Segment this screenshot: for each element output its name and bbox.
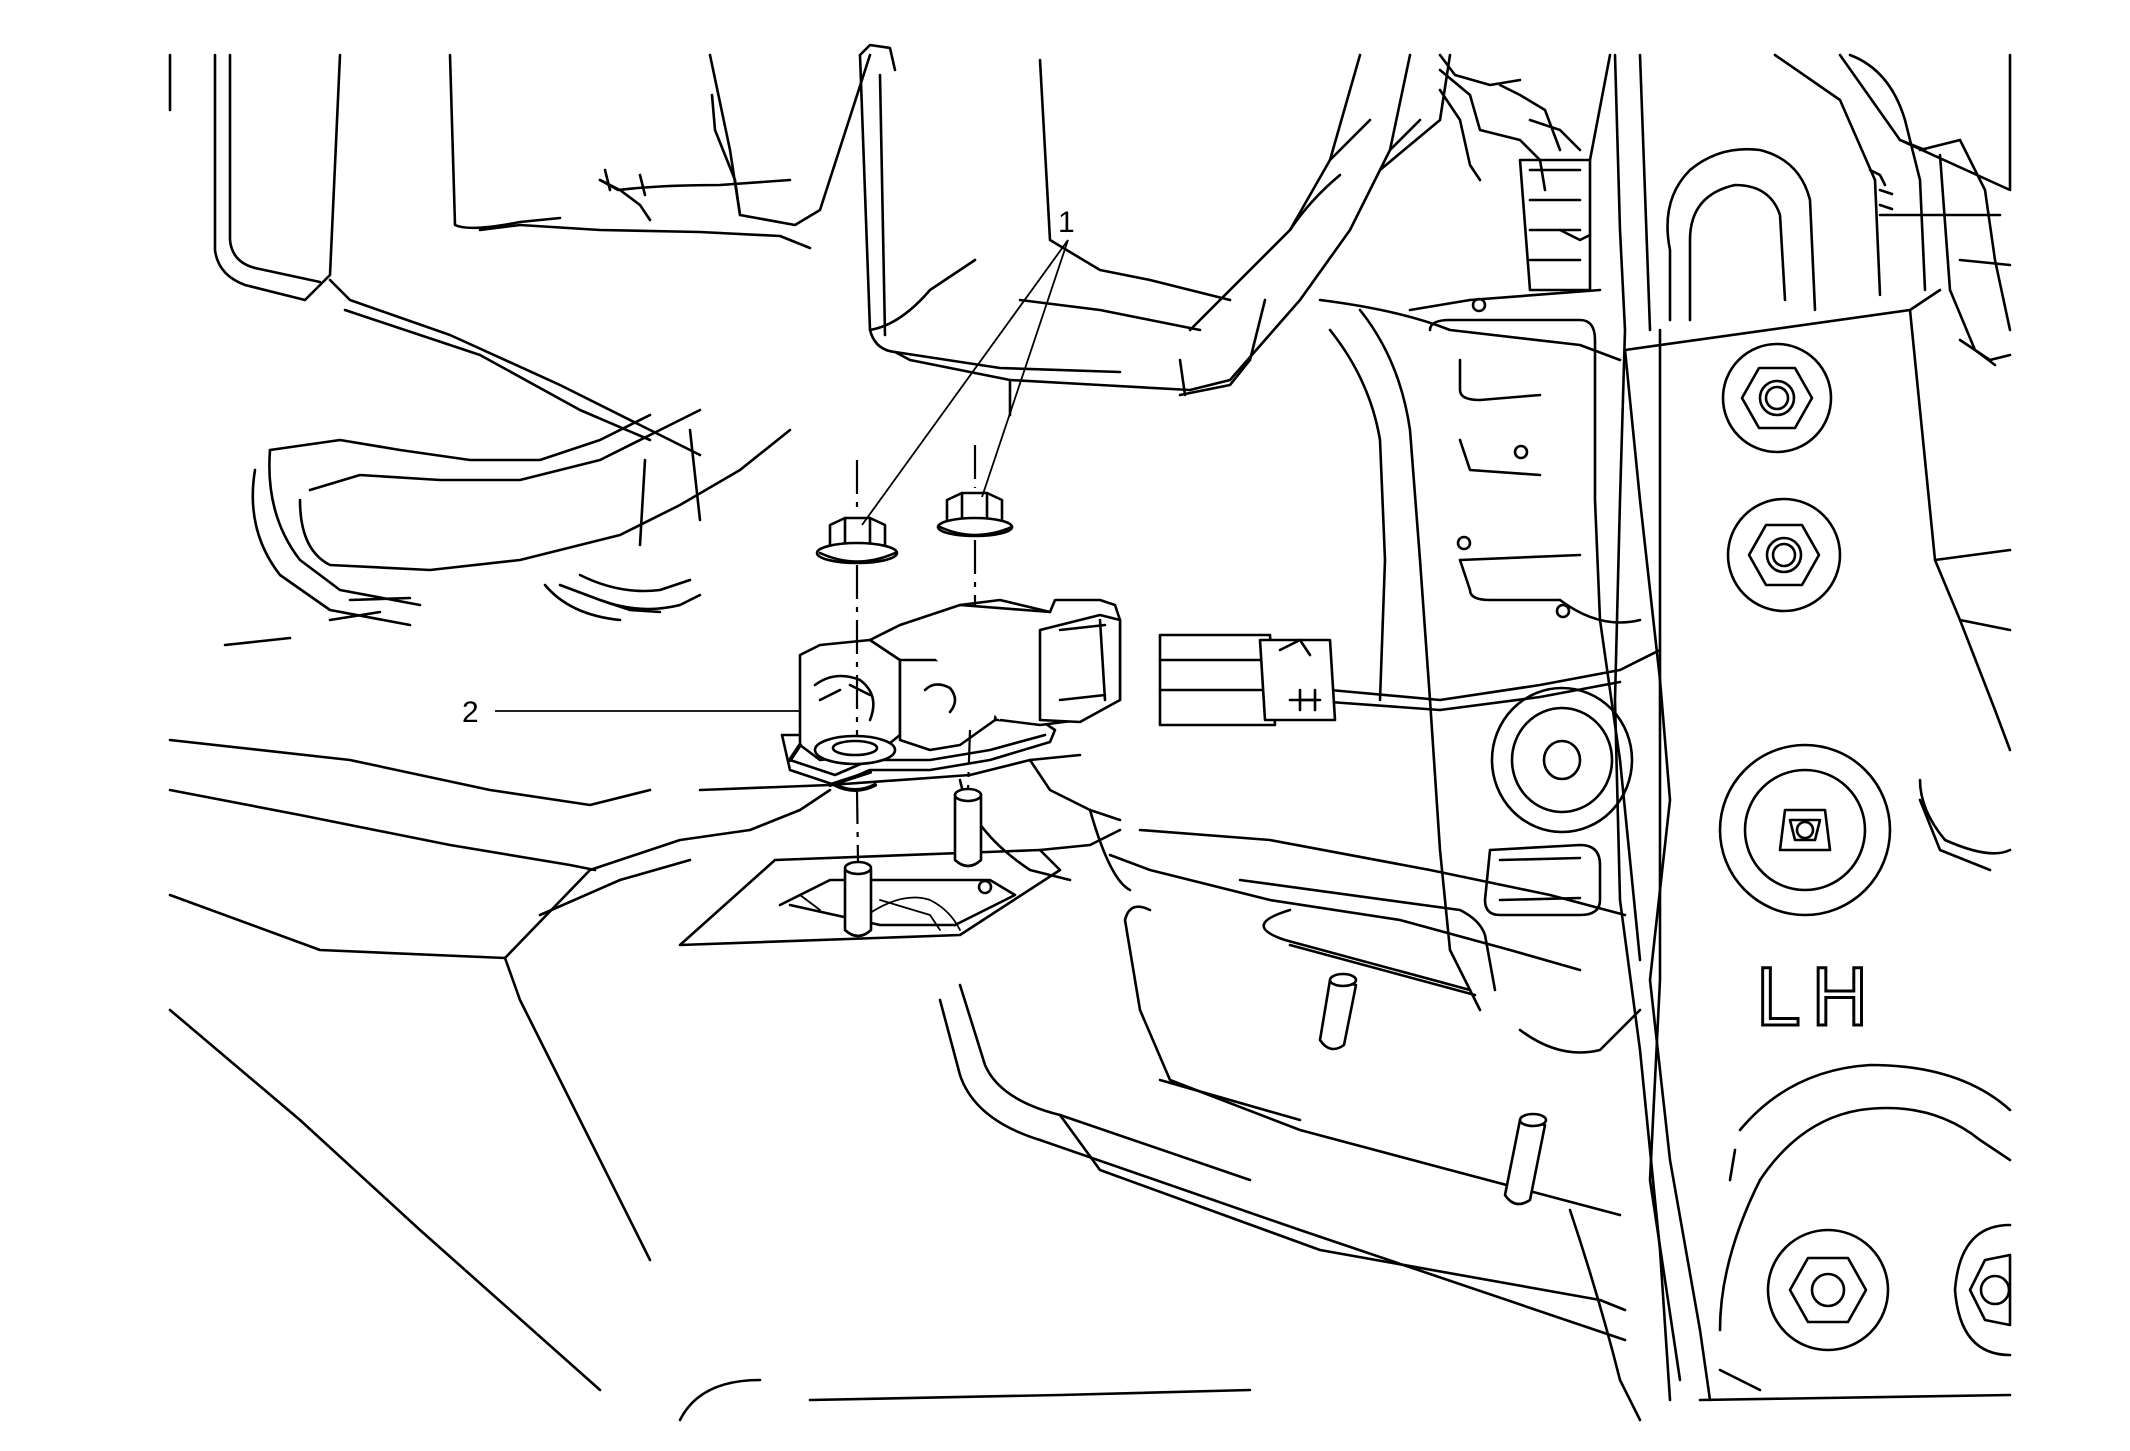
lh-stamp: LH	[1755, 954, 1881, 1044]
bolt-left	[815, 516, 899, 565]
harness-connector	[1158, 633, 1662, 727]
lower-bolt-1	[1766, 1228, 1890, 1352]
pillar-bolt-2	[1726, 497, 1842, 613]
pillar-clip-fastener	[1718, 743, 1892, 917]
callout-1: 1	[861, 206, 1075, 526]
alignment-centerlines	[855, 445, 977, 863]
callout-2: 2	[462, 696, 800, 729]
pillar-bolt-1	[1721, 342, 1833, 454]
bolt-right	[936, 491, 1014, 538]
floor-panel	[168, 738, 1642, 1422]
lower-bolt-2	[1953, 1223, 2012, 1357]
side-panel: LH	[1318, 53, 2012, 1402]
mounting-pocket	[678, 787, 1548, 1206]
upper-duct-housing	[168, 43, 1452, 457]
mounting-bracket-tube	[223, 408, 792, 647]
sensor-module	[780, 598, 1122, 792]
callout-1-label: 1	[1058, 206, 1075, 239]
callout-2-label: 2	[462, 696, 479, 729]
